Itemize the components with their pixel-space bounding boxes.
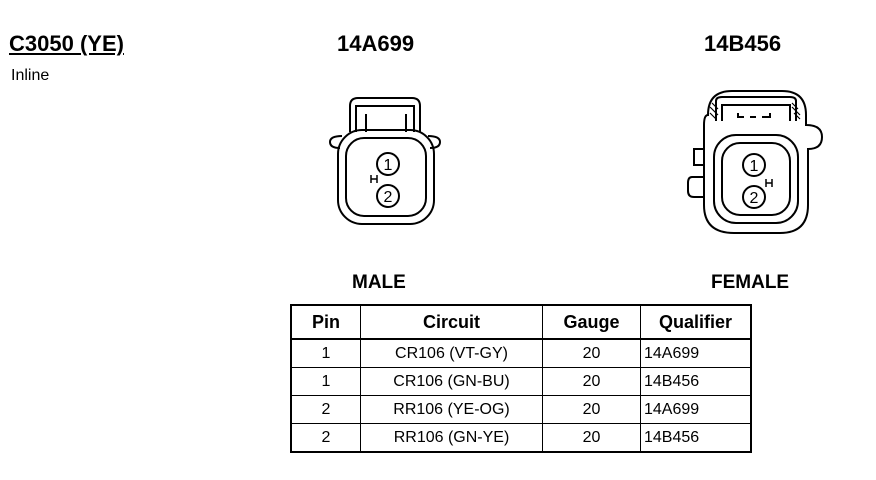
- column-header-pin: Pin: [290, 304, 361, 340]
- table-header-row: Pin Circuit Gauge Qualifier: [290, 304, 752, 340]
- connector-title: C3050 (YE): [9, 31, 124, 56]
- male-label: MALE: [352, 272, 406, 293]
- female-pin-1: [742, 153, 766, 177]
- female-label: FEMALE: [711, 272, 790, 293]
- female-part-number: 14B456: [704, 31, 782, 56]
- male-part-number: 14A699: [337, 31, 415, 56]
- cell-circuit: CR106 (GN-BU): [360, 367, 543, 396]
- male-pin-1: [376, 152, 400, 176]
- male-pin-1-label: 1: [384, 157, 393, 174]
- cell-pin: 2: [290, 395, 361, 424]
- pinout-table: Pin Circuit Gauge Qualifier 1 CR106 (VT-…: [290, 304, 752, 453]
- connector-subtitle: Inline: [11, 67, 50, 84]
- column-header-circuit: Circuit: [360, 304, 543, 340]
- cell-gauge: 20: [542, 395, 641, 424]
- table-row: 2 RR106 (GN-YE) 20 14B456: [290, 423, 752, 453]
- column-header-gauge: Gauge: [542, 304, 641, 340]
- cell-gauge: 20: [542, 338, 641, 368]
- cell-qualifier: 14B456: [640, 367, 752, 396]
- cell-pin: 1: [290, 338, 361, 368]
- male-pin-2-label: 2: [384, 189, 393, 206]
- female-connector-diagram: 1 2: [687, 90, 824, 234]
- female-pin-2-label: 2: [750, 190, 759, 207]
- cell-circuit: RR106 (YE-OG): [360, 395, 543, 424]
- cell-circuit: RR106 (GN-YE): [360, 423, 543, 453]
- cell-gauge: 20: [542, 367, 641, 396]
- female-pin-2: [742, 185, 766, 209]
- cell-pin: 2: [290, 423, 361, 453]
- male-connector-diagram: 1 2: [328, 97, 442, 225]
- cell-circuit: CR106 (VT-GY): [360, 338, 543, 368]
- table-row: 2 RR106 (YE-OG) 20 14A699: [290, 395, 752, 424]
- cell-gauge: 20: [542, 423, 641, 453]
- table-row: 1 CR106 (GN-BU) 20 14B456: [290, 367, 752, 396]
- female-pin-1-label: 1: [750, 158, 759, 175]
- cell-qualifier: 14B456: [640, 423, 752, 453]
- table-row: 1 CR106 (VT-GY) 20 14A699: [290, 338, 752, 368]
- cell-qualifier: 14A699: [640, 395, 752, 424]
- column-header-qualifier: Qualifier: [640, 304, 752, 340]
- cell-qualifier: 14A699: [640, 338, 752, 368]
- cell-pin: 1: [290, 367, 361, 396]
- male-pin-2: [376, 184, 400, 208]
